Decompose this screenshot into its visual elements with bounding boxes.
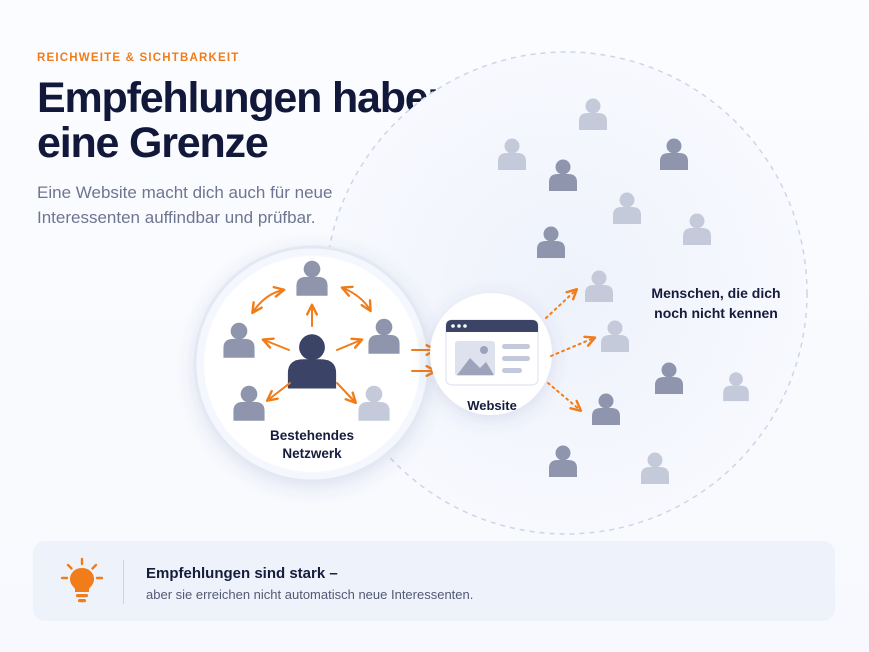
audience-label: Menschen, die dich noch nicht kennen bbox=[651, 285, 781, 321]
page-title: Empfehlungen haben eine Grenze bbox=[37, 74, 454, 167]
callout-subtitle: aber sie erreichen nicht automatisch neu… bbox=[146, 587, 474, 602]
reach-arrows bbox=[545, 287, 597, 412]
website-label: Website bbox=[467, 398, 517, 413]
callout-box: Empfehlungen sind stark – aber sie errei… bbox=[33, 541, 835, 621]
website-icon bbox=[430, 293, 552, 415]
eyebrow: REICHWEITE & SICHTBARKEIT bbox=[37, 52, 240, 64]
lightbulb-icon bbox=[60, 557, 104, 603]
callout-title: Empfehlungen sind stark – bbox=[146, 565, 338, 582]
subtitle: Eine Website macht dich auch für neue In… bbox=[37, 183, 333, 227]
network-label: Bestehendes Netzwerk bbox=[269, 428, 355, 461]
callout-divider bbox=[123, 560, 124, 604]
network-arrows bbox=[251, 285, 372, 405]
